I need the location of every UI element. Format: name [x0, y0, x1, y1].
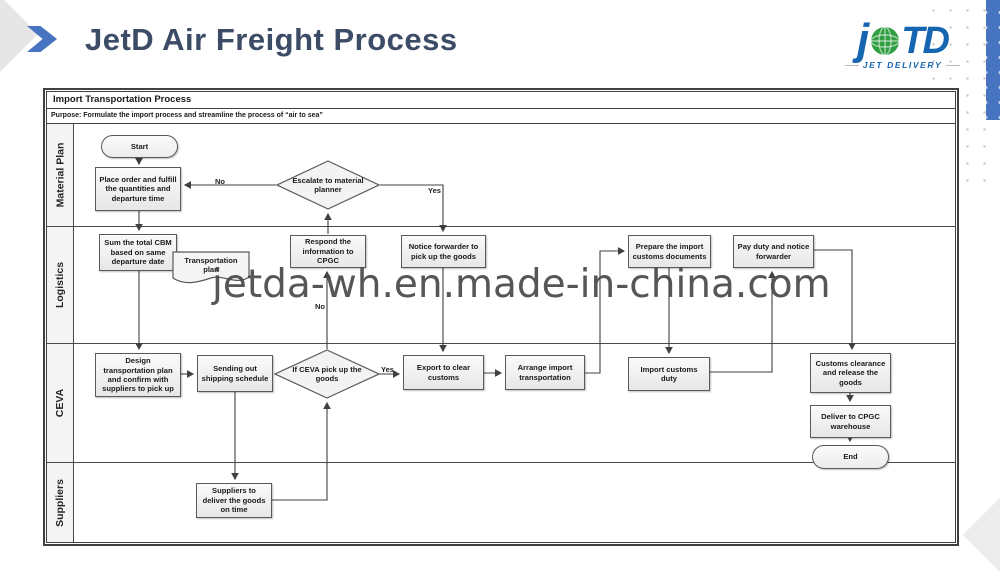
flowchart-purpose: Purpose: Formulate the import process an…: [47, 109, 955, 124]
node-label: Start: [130, 141, 149, 151]
lane-suppliers: Suppliers: [47, 463, 955, 542]
logo-rule-right: [946, 64, 961, 66]
node-pay-duty: Pay duty and notice forwarder: [733, 235, 814, 268]
page-title: JetD Air Freight Process: [85, 22, 458, 57]
lane-logistics: Logistics: [47, 227, 955, 344]
corner-decoration-bottom-right: [962, 482, 1000, 587]
logo-subtitle: JET DELIVERY: [862, 60, 943, 70]
node-label: Transportation plan: [184, 255, 238, 274]
node-label: Pay duty and notice forwarder: [737, 242, 810, 261]
edge-label-no: No: [215, 177, 225, 186]
lane-label-cell: Material Plan: [47, 124, 74, 226]
lane-label-cell: Logistics: [47, 227, 74, 343]
node-sum-cbm: Sum the total CBM based on same departur…: [99, 234, 177, 271]
node-label: If CEVA pick up the goods: [292, 364, 362, 383]
blue-bar-decoration: [986, 0, 1000, 120]
node-place-order: Place order and fulfill the quantities a…: [95, 167, 181, 211]
flowchart-title: Import Transportation Process: [47, 92, 955, 109]
node-transportation-plan: Transportation plan: [172, 251, 250, 287]
lane-label: Material Plan: [54, 142, 66, 208]
lane-body: [74, 124, 955, 226]
node-sending-schedule: Sending out shipping schedule: [197, 355, 273, 392]
node-start: Start: [101, 135, 178, 158]
node-label: Place order and fulfill the quantities a…: [99, 174, 177, 203]
node-deliver-cpgc: Deliver to CPGC warehouse: [810, 405, 891, 438]
node-arrange-import: Arrange import transportation: [505, 355, 585, 390]
edge-label-no: No: [315, 302, 325, 311]
node-label: End: [843, 452, 858, 462]
node-respond-cpgc: Respond the information to CPGC: [290, 235, 366, 268]
node-escalate: Escalate to material planner: [276, 160, 380, 210]
node-label: Import customs duty: [640, 364, 698, 383]
node-export-customs: Export to clear customs: [403, 355, 484, 390]
lane-label: CEVA: [54, 388, 66, 418]
node-end: End: [812, 445, 889, 469]
node-label: Escalate to material planner: [292, 175, 364, 194]
node-label: Prepare the import customs documents: [632, 242, 707, 261]
lane-label: Logistics: [54, 261, 66, 309]
company-logo: j TD JET DELIVERY: [845, 10, 961, 70]
lane-ceva: CEVA: [47, 344, 955, 463]
logo-letters-td: TD: [901, 19, 950, 62]
corner-decoration-gray: [0, 0, 39, 73]
watermark-text: jetda-wh.en.made-in-china.com: [212, 262, 831, 307]
logo-rule-left: [845, 64, 859, 66]
node-label: Sum the total CBM based on same departur…: [104, 238, 172, 267]
logo-letter-j: j: [857, 14, 870, 64]
node-label: Respond the information to CPGC: [302, 237, 354, 266]
swimlanes: Material Plan Logistics CEVA Suppliers: [47, 124, 955, 542]
node-label: Arrange import transportation: [517, 363, 573, 382]
node-label: Suppliers to deliver the goods on time: [202, 486, 266, 515]
node-design-plan: Design transportation plan and confirm w…: [95, 353, 181, 397]
node-label: Notice forwarder to pick up the goods: [408, 242, 479, 261]
node-customs-clearance: Customs clearance and release the goods: [810, 353, 891, 393]
node-label: Design transportation plan and confirm w…: [102, 356, 174, 394]
lane-material-plan: Material Plan: [47, 124, 955, 227]
node-if-ceva: If CEVA pick up the goods: [274, 349, 380, 399]
lane-label-cell: Suppliers: [47, 463, 74, 542]
node-suppliers-deliver: Suppliers to deliver the goods on time: [196, 483, 272, 518]
lane-label: Suppliers: [54, 478, 67, 527]
flowchart-panel: Import Transportation Process Purpose: F…: [43, 88, 959, 546]
globe-icon: [870, 26, 900, 56]
edge-label-yes: Yes: [428, 186, 441, 195]
node-import-duty: Import customs duty: [628, 357, 710, 391]
node-notice-forwarder: Notice forwarder to pick up the goods: [401, 235, 486, 268]
node-label: Deliver to CPGC warehouse: [821, 412, 880, 431]
edge-label-yes: Yes: [381, 365, 394, 374]
node-label: Sending out shipping schedule: [201, 364, 269, 383]
node-label: Customs clearance and release the goods: [815, 358, 886, 387]
node-label: Export to clear customs: [416, 363, 471, 382]
lane-label-cell: CEVA: [47, 344, 74, 462]
node-prepare-docs: Prepare the import customs documents: [628, 235, 711, 268]
